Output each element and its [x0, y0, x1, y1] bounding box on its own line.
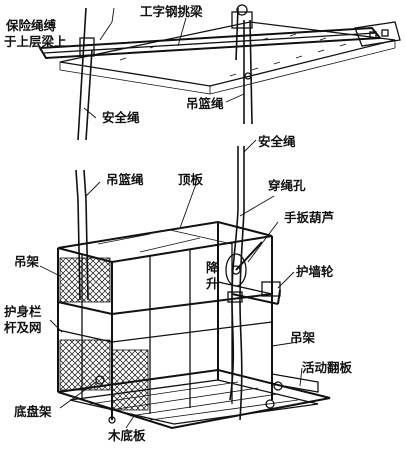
label-flip-board: 活动翻板 [302, 360, 353, 375]
upper-beam-assembly [38, 4, 401, 95]
leader-safety-tie [99, 7, 115, 41]
wood-floor-boards [69, 379, 319, 425]
basket-rope-right [229, 209, 239, 401]
label-guardrail-1: 护身栏 [4, 304, 42, 319]
labels: 保险绳缚 于上层梁上 工字钢挑梁 吊篮绳 安全绳 安全绳 吊篮绳 顶板 穿绳孔 … [4, 4, 353, 443]
flip-board [271, 373, 319, 393]
basket-frame [57, 220, 331, 430]
i-beam-outrigger [38, 26, 382, 60]
left-clamp [79, 37, 95, 57]
upper-ropes [77, 7, 253, 141]
leader-lines [39, 17, 303, 429]
label-lift-up: 升 [206, 276, 219, 291]
right-clamp [231, 11, 253, 29]
mid-rail [57, 293, 273, 316]
label-chassis: 底盘架 [14, 404, 52, 419]
rope-break-marks [75, 146, 245, 210]
label-hand-hoist: 手扳葫芦 [284, 210, 334, 225]
label-top-plate: 顶板 [178, 172, 204, 187]
hand-hoist [225, 253, 247, 287]
label-safety-rope-tie: 保险绳缚 [5, 18, 57, 33]
label-rope-hole: 穿绳孔 [268, 178, 306, 193]
label-guardrail-2: 杆及网 [4, 320, 42, 335]
label-safety-rope-left: 安全绳 [102, 110, 140, 125]
guardrail-mesh [59, 257, 149, 411]
label-wood-floor: 木底板 [107, 428, 146, 443]
beam-anchor-block [354, 21, 401, 47]
left-safety-rope-upper [77, 7, 87, 141]
hoist-lever [235, 241, 263, 271]
label-basket-rope-top: 吊篮绳 [186, 96, 224, 111]
label-hanger-left: 吊架 [14, 254, 40, 269]
wall-wheel [261, 281, 281, 297]
label-wall-wheel: 护墙轮 [296, 264, 334, 279]
label-lift-down: 降 [206, 260, 219, 275]
label-hanger-right: 吊架 [290, 330, 316, 345]
basket-ropes [77, 199, 263, 421]
label-basket-rope-mid: 吊篮绳 [106, 172, 144, 187]
label-safety-rope-tie-2: 于上层梁上 [4, 34, 67, 49]
label-i-beam: 工字钢挑梁 [140, 4, 203, 19]
label-safety-rope-right: 安全绳 [258, 134, 296, 149]
